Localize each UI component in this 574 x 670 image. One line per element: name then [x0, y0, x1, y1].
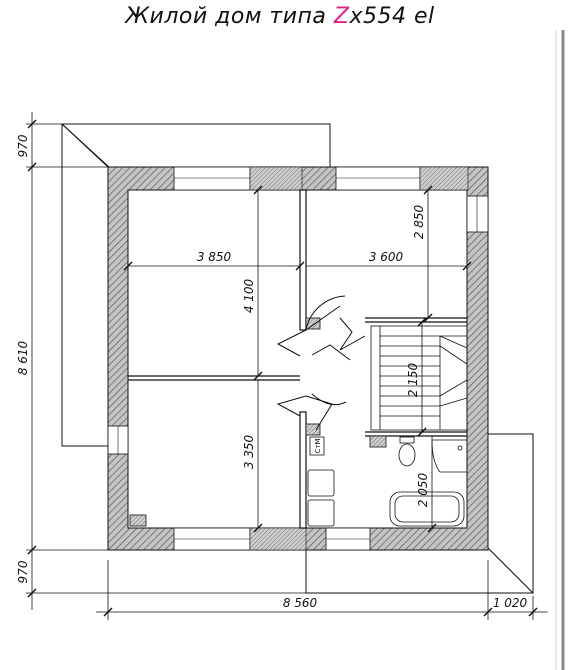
- dimension-ticks: [27, 119, 538, 617]
- title-part2: x554 el: [349, 4, 435, 29]
- dim-overall-height: 8 610: [16, 340, 30, 375]
- dim-bottom-overhang: 970: [16, 560, 30, 583]
- dim-room1-width: 3 850: [197, 250, 232, 264]
- dim-right-overhang: 1 020: [493, 596, 528, 610]
- dimension-labels: 970 8 610 970 8 560 1 020 3 850 3 600 2 …: [16, 134, 528, 610]
- dim-room2-depth: 2 850: [412, 204, 426, 239]
- window-glazing-lines: [117, 177, 478, 540]
- title-part1: Жилой дом типа: [125, 4, 334, 29]
- exterior-walls: [107, 166, 489, 551]
- structural-columns: [129, 317, 387, 527]
- dim-overall-width: 8 560: [283, 596, 318, 610]
- staircase: [370, 325, 468, 431]
- dim-bath-depth: 2 050: [416, 472, 430, 507]
- interior-walls: [128, 189, 467, 529]
- dim-stair-depth: 2 150: [406, 362, 420, 397]
- wall-patches: [249, 166, 469, 551]
- windows: [107, 166, 489, 551]
- dimension-lines: [26, 112, 548, 620]
- closet: СтМ: [309, 436, 325, 456]
- dim-room1-depth: 4 100: [242, 278, 256, 313]
- roof-outline-top: [60, 123, 331, 447]
- closet-label: СтМ: [314, 438, 322, 453]
- plan-title: Жилой дом типа Zx554 el: [0, 4, 560, 29]
- dim-room3-depth: 3 350: [242, 434, 256, 469]
- title-accent-letter: Z: [333, 4, 350, 29]
- bathroom-fixtures: [307, 436, 468, 527]
- roof-outline-bottom: [305, 433, 534, 594]
- dim-room2-width: 3 600: [369, 250, 404, 264]
- dim-top-overhang: 970: [16, 134, 30, 157]
- doors: [276, 295, 366, 431]
